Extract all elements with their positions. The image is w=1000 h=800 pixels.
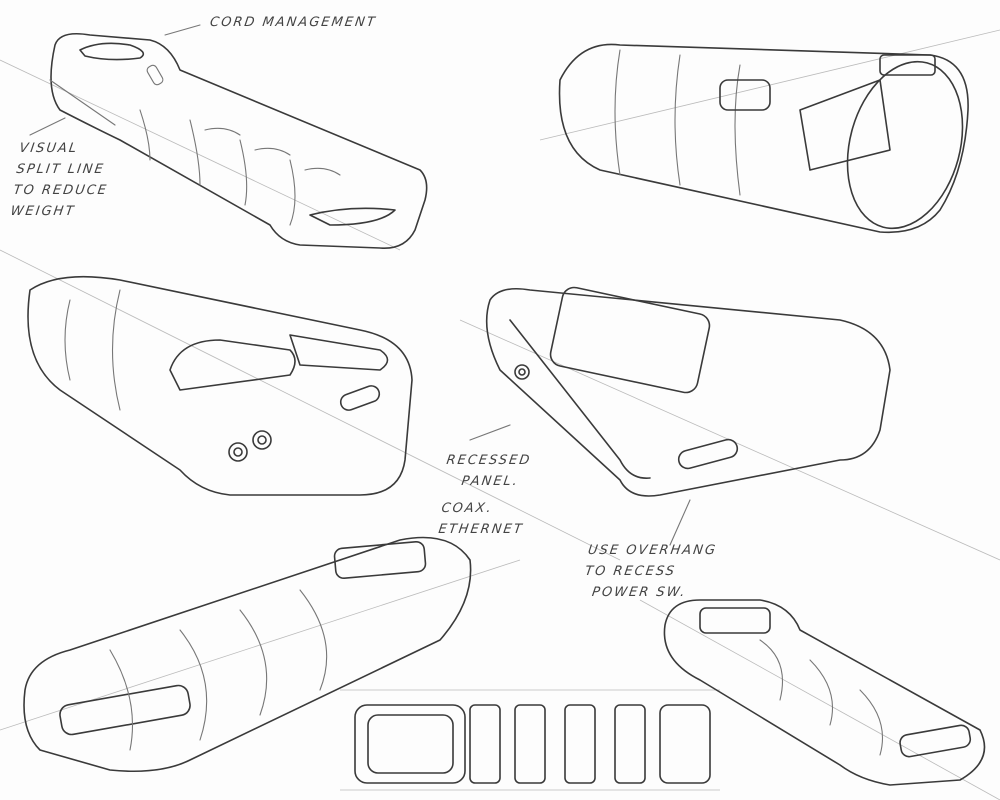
device-view-mid-right bbox=[485, 286, 891, 497]
annotation-split-line: VISUAL SPLIT LINE TO REDUCE WEIGHT bbox=[9, 138, 115, 222]
device-view-top-right bbox=[558, 43, 969, 234]
annotation-recessed-panel: RECESSED PANEL. bbox=[442, 450, 533, 492]
device-view-bottom-right bbox=[663, 599, 986, 786]
annotation-line: POWER SW. bbox=[590, 585, 688, 600]
annotation-line: ETHERNET bbox=[437, 522, 525, 537]
leader-lines bbox=[29, 24, 691, 546]
annotation-line: USE OVERHANG bbox=[586, 543, 718, 558]
device-view-mid-left bbox=[27, 275, 413, 496]
device-view-bottom-left bbox=[23, 536, 472, 772]
annotation-line: TO RECESS bbox=[583, 564, 677, 579]
annotation-line: VISUAL bbox=[18, 141, 80, 156]
annotation-line: SPLIT LINE bbox=[15, 162, 106, 177]
construction-lines bbox=[0, 29, 1000, 800]
annotation-line: WEIGHT bbox=[9, 204, 77, 219]
annotation-line: TO REDUCE bbox=[12, 183, 109, 198]
annotation-cord-management: CORD MANAGEMENT bbox=[208, 15, 378, 30]
annotation-ports: COAX. ETHERNET bbox=[437, 498, 528, 540]
annotation-power-switch: USE OVERHANG TO RECESS POWER SW. bbox=[581, 540, 719, 603]
annotation-line: PANEL. bbox=[460, 474, 520, 489]
device-view-plan bbox=[354, 704, 711, 784]
device-view-top-left bbox=[49, 32, 428, 249]
annotation-line: COAX. bbox=[440, 501, 494, 516]
annotation-line: RECESSED bbox=[445, 453, 533, 468]
